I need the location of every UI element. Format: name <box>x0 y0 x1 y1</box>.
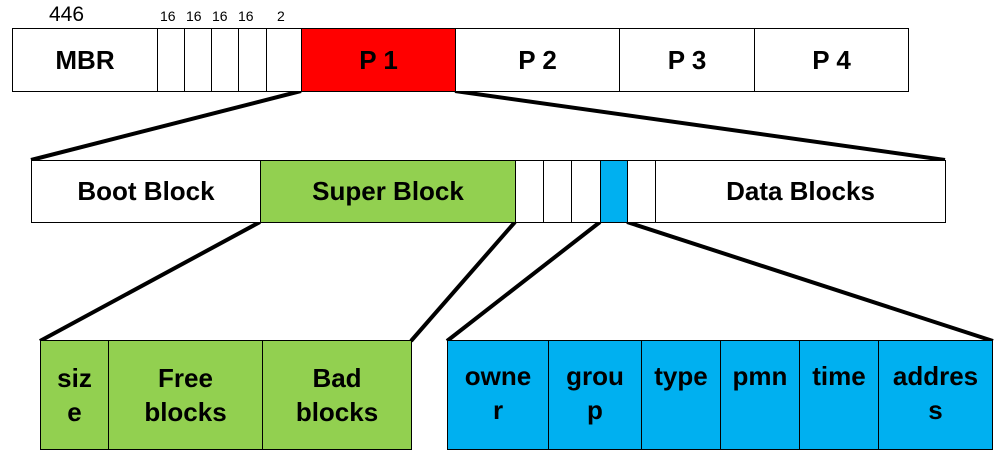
data-blocks: Data Blocks <box>655 160 946 223</box>
inode-field-type-line-1: type <box>654 361 708 391</box>
disk-partition-p2: P 2 <box>455 28 620 92</box>
zoom-line-inode-left <box>445 220 602 343</box>
inode-field-address: addres s <box>878 340 993 450</box>
disk-mbr: MBR <box>12 28 158 92</box>
inode-field-type: type <box>641 340 721 450</box>
inode-field-address-line-2: s <box>928 395 943 425</box>
super-block: Super Block <box>260 160 516 223</box>
superblock-field-free-line-2: blocks <box>144 397 227 427</box>
size-label-entry-2: 16 <box>186 8 202 24</box>
superblock-field-free-blocks: Free blocks <box>108 340 263 450</box>
superblock-field-bad-line-2: blocks <box>295 397 379 427</box>
superblock-field-size-line-2: e <box>67 397 82 427</box>
superblock-field-size: siz e <box>40 340 109 450</box>
inode-slot-highlighted <box>600 160 628 223</box>
inode-slot-3 <box>571 160 601 223</box>
inode-field-owner-line-2: r <box>492 395 504 425</box>
disk-partition-p1: P 1 <box>301 28 456 92</box>
inode-field-owner-line-1: owne <box>464 361 532 391</box>
zoom-line-inode-right <box>626 220 994 343</box>
inode-field-owner: owne r <box>447 340 549 450</box>
disk-partition-p4: P 4 <box>754 28 909 92</box>
inode-field-time: time <box>799 340 879 450</box>
size-label-signature: 2 <box>277 8 285 24</box>
size-label-entry-3: 16 <box>212 8 228 24</box>
superblock-field-bad-line-1: Bad <box>312 363 362 393</box>
disk-partition-entry-4 <box>238 28 267 92</box>
disk-partition-entry-3 <box>211 28 239 92</box>
zoom-line-superblock-right <box>409 220 517 343</box>
inode-field-pmn: pmn <box>720 340 800 450</box>
zoom-line-p1-left <box>30 89 302 162</box>
superblock-field-size-line-1: siz <box>57 363 92 393</box>
inode-field-time-line-1: time <box>812 361 866 391</box>
inode-slot-2 <box>543 160 572 223</box>
inode-field-group-line-2: p <box>587 395 603 425</box>
size-label-mbr: 446 <box>49 3 85 26</box>
boot-block: Boot Block <box>31 160 261 223</box>
zoom-line-superblock-left <box>39 220 261 343</box>
inode-slot-1 <box>515 160 544 223</box>
disk-partition-entry-2 <box>184 28 212 92</box>
disk-partition-entry-1 <box>157 28 185 92</box>
inode-field-address-line-1: addres <box>892 361 979 391</box>
superblock-field-free-line-1: Free <box>158 363 213 393</box>
zoom-line-p1-right <box>454 89 946 162</box>
disk-signature <box>266 28 302 92</box>
inode-slot-5 <box>627 160 656 223</box>
superblock-field-bad-blocks: Bad blocks <box>262 340 412 450</box>
size-label-entry-1: 16 <box>160 8 176 24</box>
size-label-entry-4: 16 <box>238 8 254 24</box>
inode-field-pmn-line-1: pmn <box>732 361 788 391</box>
disk-partition-p3: P 3 <box>619 28 755 92</box>
inode-field-group-line-1: grou <box>566 361 624 391</box>
inode-field-group: grou p <box>548 340 642 450</box>
